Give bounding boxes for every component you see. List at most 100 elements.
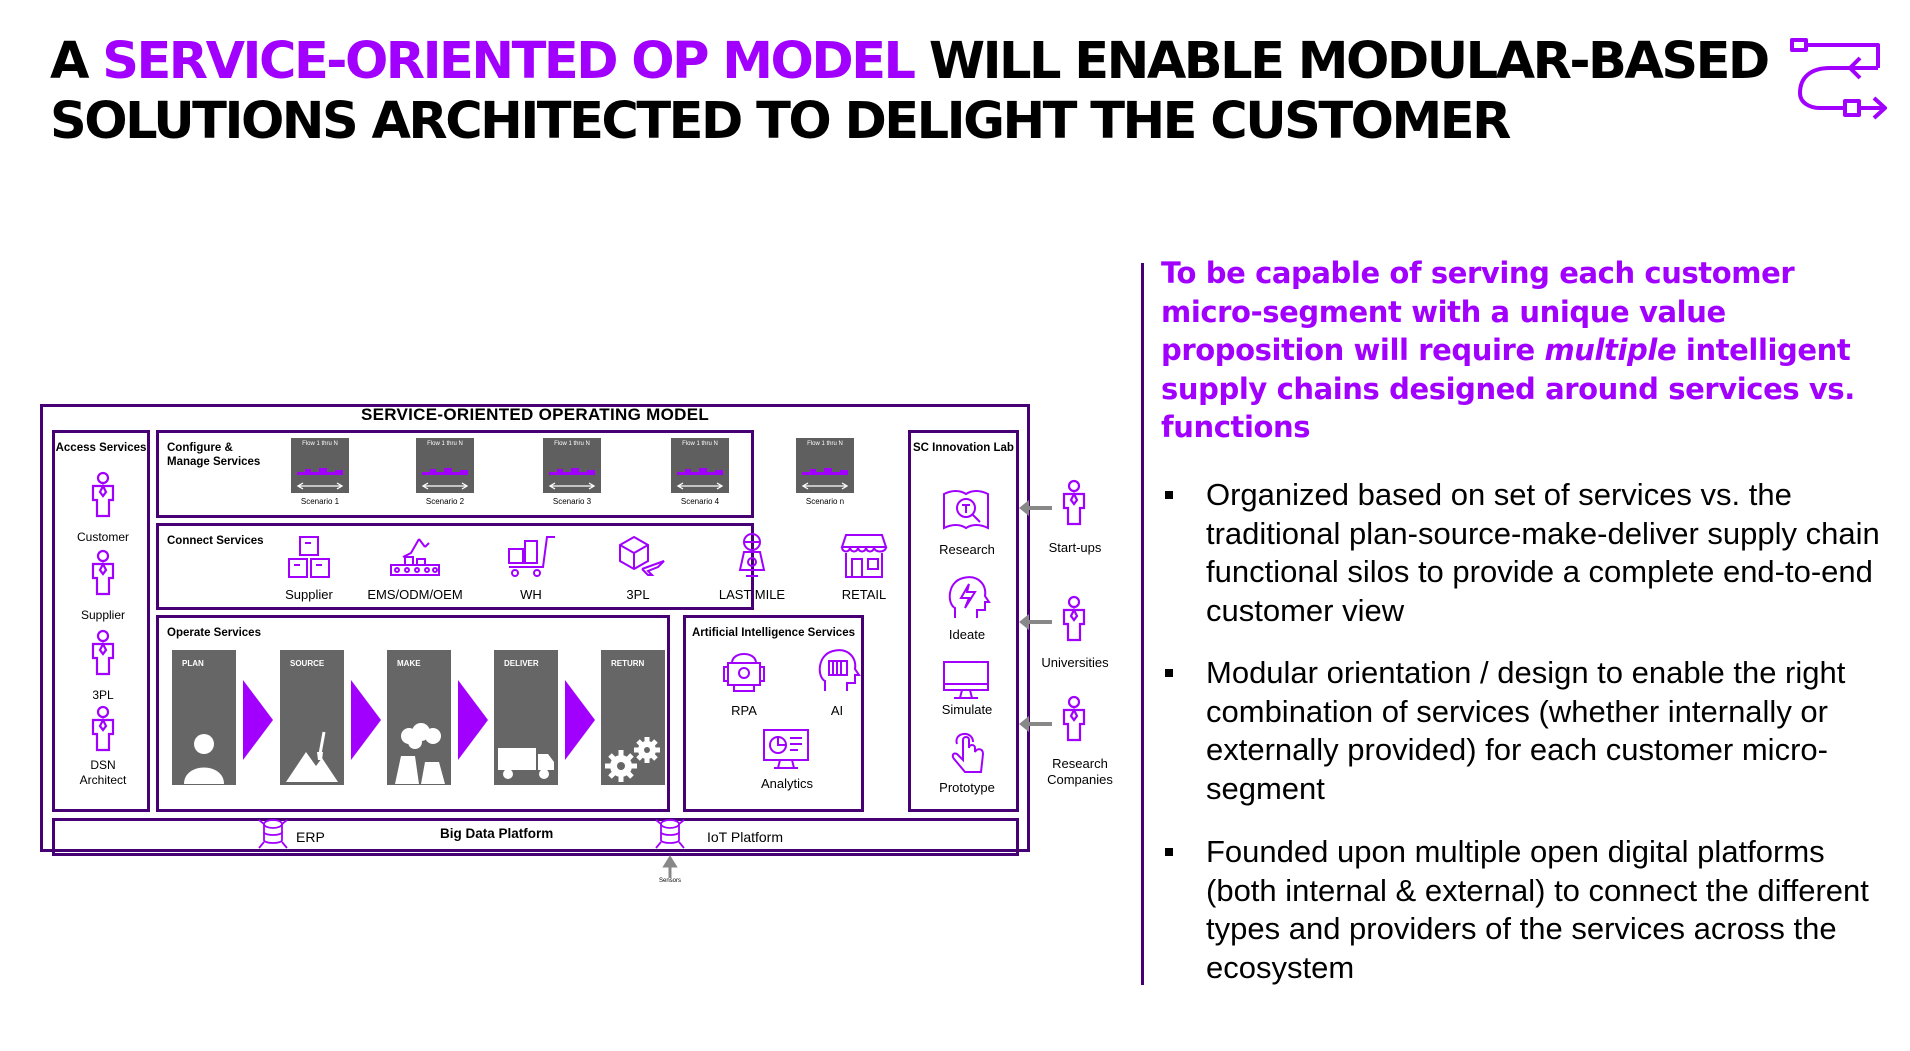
flow-bar-icon <box>677 468 723 475</box>
connect-item-ems-odm-oem: EMS/ODM/OEM <box>367 587 463 602</box>
op-step-make: MAKE <box>387 650 451 785</box>
ai-item-ai: AI <box>830 703 844 718</box>
configure-services-box: Configure & Manage Services <box>156 430 754 518</box>
access-item-customer: Customer <box>76 530 129 544</box>
factory-robot-arm-icon <box>390 538 440 576</box>
flow-bar-icon <box>297 468 343 475</box>
iot-network-icon <box>655 819 685 849</box>
external-startups: Start-ups <box>1048 540 1102 555</box>
platform-erp: ERP <box>296 829 325 845</box>
bullet-marker <box>1165 491 1173 499</box>
lab-item-prototype: Prototype <box>939 780 995 795</box>
research-companies-person-icon <box>1062 695 1086 742</box>
bullet-item: Founded upon multiple open digital platf… <box>1161 833 1901 987</box>
sensors-label: Sensors <box>658 878 681 884</box>
double-arrow-icon <box>296 482 344 490</box>
double-arrow-icon <box>548 482 596 490</box>
configure-services-title: Configure & Manage Services <box>167 442 261 468</box>
access-item-dsn-architect: DSN Architect <box>79 758 127 787</box>
up-arrow-icon <box>662 855 678 878</box>
flow-arrow <box>243 680 273 760</box>
touch-hand-icon <box>951 733 985 773</box>
bullet-list: Organized based on set of services vs. t… <box>1161 476 1901 1011</box>
flow-bar-icon <box>549 468 595 475</box>
platform-iot: IoT Platform <box>707 829 783 845</box>
gears-icon <box>605 737 660 782</box>
input-arrow <box>1019 500 1052 516</box>
platform-big-data: Big Data Platform <box>440 826 554 841</box>
analytics-screen-icon <box>763 729 809 769</box>
package-plane-icon <box>619 535 665 576</box>
ideate-head-icon <box>948 576 991 618</box>
access-item-3pl: 3PL <box>92 688 114 702</box>
title-highlight: SERVICE-ORIENTED OP MODEL <box>102 32 916 91</box>
book-search-icon <box>943 490 989 530</box>
platform-bar <box>52 818 1019 856</box>
lab-item-research: Research <box>939 542 995 557</box>
thumb-text: Flow 1 thru N <box>554 441 590 447</box>
thumb-text: Flow 1 thru N <box>807 441 843 447</box>
double-arrow-icon <box>676 482 724 490</box>
supplier-person-icon <box>91 549 115 596</box>
monitor-icon <box>943 661 989 699</box>
thumb-text: Flow 1 thru N <box>302 441 338 447</box>
3pl-person-icon <box>91 629 115 676</box>
ai-services-box: Artificial Intelligence Services <box>683 615 864 812</box>
access-services-box: Access Services <box>52 430 150 812</box>
flow-arrow <box>565 680 595 760</box>
scenario-label: Scenario n <box>805 497 845 506</box>
vertical-divider <box>1141 263 1144 985</box>
op-step-deliver: DELIVER <box>494 650 558 785</box>
bullet-text: Founded upon multiple open digital platf… <box>1206 834 1869 985</box>
op-step-source: SOURCE <box>280 650 344 785</box>
op-step-label: DELIVER <box>504 659 539 668</box>
flow-arrow <box>351 680 381 760</box>
op-step-plan: PLAN <box>172 650 236 785</box>
external-research-companies: Research Companies <box>1047 756 1113 787</box>
boxes-icon <box>288 536 330 578</box>
storefront-icon <box>840 534 888 578</box>
operating-model-diagram: SERVICE-ORIENTED OPERATING MODEL Access … <box>40 404 1113 884</box>
power-plant-icon <box>395 723 445 784</box>
connect-item-retail: RETAIL <box>841 587 887 602</box>
scenario-thumbnail: Flow 1 thru N <box>291 438 349 493</box>
lead-text-1: To be capable of serving each customer m… <box>1161 256 1795 367</box>
flow-arrow <box>458 680 488 760</box>
customer-person-icon <box>91 471 115 518</box>
scenario-thumbnail: Flow 1 thru N <box>416 438 474 493</box>
erp-network-icon <box>258 819 288 849</box>
connect-item-supplier: Supplier <box>285 587 333 602</box>
bullet-marker <box>1165 669 1173 677</box>
ai-services-title: Artificial Intelligence Services <box>692 627 855 639</box>
diagram-title: SERVICE-ORIENTED OPERATING MODEL <box>360 405 710 424</box>
bullet-text: Organized based on set of services vs. t… <box>1206 477 1880 628</box>
truck-icon <box>498 748 554 779</box>
thumb-text: Flow 1 thru N <box>427 441 463 447</box>
ai-item-rpa: RPA <box>731 703 757 718</box>
lead-statement: To be capable of serving each customer m… <box>1161 254 1881 447</box>
warehouse-cart-icon <box>508 536 555 577</box>
thumb-text: Flow 1 thru N <box>682 441 718 447</box>
robot-icon <box>723 653 765 692</box>
universities-person-icon <box>1062 595 1086 642</box>
person-icon <box>184 734 224 784</box>
flow-bar-icon <box>802 468 848 475</box>
title-part1: A <box>50 32 103 91</box>
connect-item-last-mile: LAST MILE <box>718 587 786 602</box>
op-step-return: RETURN <box>601 650 665 785</box>
operate-services-box: Operate Services <box>156 615 670 812</box>
title-line2: SOLUTIONS ARCHITECTED TO DELIGHT THE CUS… <box>50 92 1511 151</box>
input-arrow <box>1019 716 1052 732</box>
connect-item-wh: WH <box>520 587 542 602</box>
startups-person-icon <box>1062 479 1086 526</box>
lead-text-2: intelligent supply chains designed aroun… <box>1161 333 1855 444</box>
op-step-label: PLAN <box>182 659 204 668</box>
ai-item-analytics: Analytics <box>760 776 814 791</box>
bullet-item: Organized based on set of services vs. t… <box>1161 476 1901 630</box>
flow-arrows-icon <box>1790 38 1887 120</box>
access-item-supplier: Supplier <box>80 608 126 622</box>
op-step-label: MAKE <box>397 659 421 668</box>
scenario-thumbnail: Flow 1 thru N <box>543 438 601 493</box>
connect-services-title: Connect Services <box>167 535 264 547</box>
scenario-label: Scenario 1 <box>300 497 340 506</box>
